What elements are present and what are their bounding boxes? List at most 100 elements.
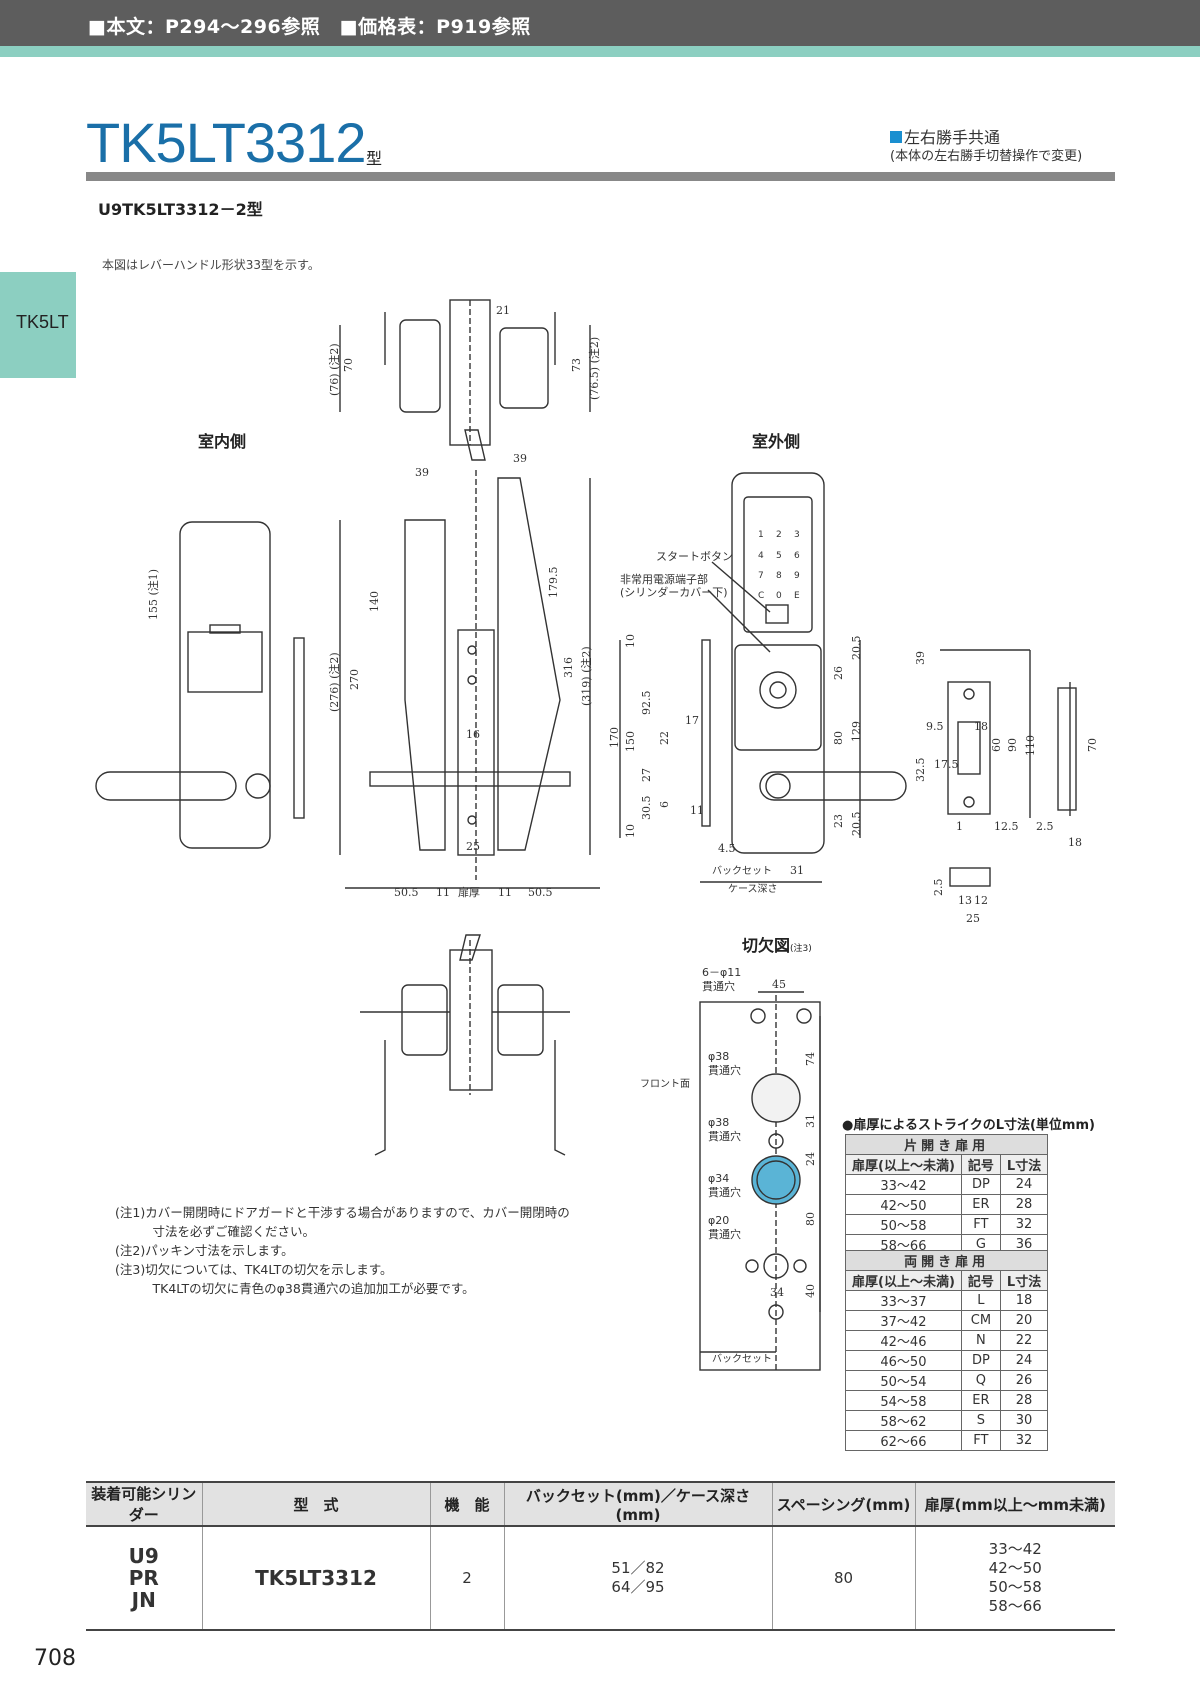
backset-option-2: 64／95 [611, 1578, 665, 1596]
dim-23: 23 [832, 814, 845, 828]
strike-screw-top [963, 688, 975, 700]
dim-4-5: 4.5 [718, 842, 736, 855]
inside-lever-rose [245, 773, 271, 799]
inside-cover-window [187, 631, 263, 693]
cell: FT [960, 1430, 1001, 1451]
cutout-hole-lower-left [745, 1259, 759, 1273]
cell: 20 [999, 1310, 1049, 1331]
thickness-range-4: 58～66 [988, 1597, 1042, 1615]
strike-screw-bottom [963, 796, 975, 808]
inside-view [95, 521, 305, 849]
footnote-1: (注1)カバー開閉時にドアガードと干渉する場合がありますので、カバー開閉時の [115, 1205, 570, 1220]
cell: DP [960, 1350, 1001, 1371]
cutout-hole-38-upper [751, 1073, 801, 1123]
cell: 50～58 [845, 1214, 962, 1235]
dim-12-5: 12.5 [994, 820, 1019, 833]
svg-text:C: C [758, 591, 764, 601]
footnote-3: (注3)切欠については、TK4LTの切欠を示します。 [115, 1262, 393, 1277]
svg-text:8: 8 [776, 571, 782, 581]
svg-text:1: 1 [758, 530, 764, 540]
bottom-view-outside-body [497, 984, 544, 1056]
cell: 32 [999, 1430, 1049, 1451]
dim-39-c: 39 [914, 651, 927, 665]
dim-18-b: 18 [1068, 836, 1082, 849]
cell: ER [960, 1390, 1001, 1411]
dim-73: 73 [570, 358, 583, 372]
start-button-icon [765, 604, 789, 624]
side-view-case [457, 629, 495, 856]
top-view-inside-body [399, 319, 441, 413]
dim-c40: 40 [804, 1284, 817, 1298]
strike-double-col-l: L寸法 [999, 1270, 1049, 1291]
dim-2-5-c: 2.5 [932, 879, 945, 897]
thickness-range-1: 33～42 [988, 1540, 1042, 1558]
cylinder-cover-icon [759, 671, 797, 709]
outside-escutcheon [731, 472, 825, 854]
spec-cylinders: U9 PR JN [86, 1525, 203, 1631]
cylinder-core-icon [769, 681, 787, 699]
cell: 42～46 [845, 1330, 962, 1351]
cutout-hole-38-blue [751, 1155, 801, 1205]
side-view-screw-3 [467, 815, 477, 825]
strike-bottom-view [949, 867, 991, 887]
cell: 37～42 [845, 1310, 962, 1331]
side-tab-label: TK5LT [16, 312, 69, 332]
emergency-power-label: 非常用電源端子部 [620, 572, 708, 586]
dim-18-a: 18 [974, 720, 988, 733]
dim-31: 31 [790, 864, 804, 877]
cell: 42～50 [845, 1194, 962, 1215]
bottom-view [360, 934, 570, 1156]
cell: 28 [999, 1390, 1049, 1411]
dim-30-5: 30.5 [640, 796, 653, 821]
cylinder-jn: JN [131, 1588, 156, 1612]
strike-single-heading: 片開き扉用 [844, 1134, 1049, 1155]
side-index-tab[interactable]: TK5LT [0, 272, 76, 378]
dim-39-a: 39 [415, 466, 429, 479]
cutout-through-5: 貫通穴 [708, 1227, 741, 1241]
cell: N [960, 1330, 1001, 1351]
label-cutout: 切欠図(注3) [742, 932, 812, 956]
strike-double-heading: 両開き扉用 [844, 1250, 1049, 1271]
dim-170: 170 [608, 727, 621, 748]
cell: ER [960, 1194, 1001, 1215]
cutout-view [699, 991, 821, 1371]
dim-129: 129 [850, 721, 863, 742]
dim-9-5: 9.5 [926, 720, 944, 733]
spec-table: 装着可能シリンダー 型 式 機 能 バックセット(mm)／ケース深さ(mm) ス… [86, 1481, 1115, 1631]
spec-col-model: 型 式 [201, 1481, 431, 1527]
dim-76: (76) (注2) [327, 343, 341, 396]
dim-80: 80 [832, 731, 845, 745]
dim-39-b: 39 [513, 452, 527, 465]
title-rule [86, 172, 1115, 181]
cell: 50～54 [845, 1370, 962, 1391]
spec-model: TK5LT3312 [201, 1525, 431, 1631]
side-view-screw-1 [467, 645, 477, 655]
cell: 33～37 [845, 1290, 962, 1311]
dim-150: 150 [624, 731, 637, 752]
cylinder-u9: U9 [128, 1544, 159, 1568]
dim-c45: 45 [772, 978, 786, 991]
spec-function: 2 [429, 1525, 505, 1631]
dim-c34: 34 [770, 1286, 784, 1299]
outside-backplate [701, 639, 711, 827]
cell: 24 [999, 1350, 1049, 1371]
inside-lever-handle [95, 771, 237, 801]
cell: 58～62 [845, 1410, 962, 1431]
cutout-hole-20 [763, 1253, 789, 1279]
dim-11-b: 11 [498, 886, 512, 899]
svg-text:2: 2 [776, 530, 782, 540]
strike-single-col-thickness: 扉厚(以上～未満) [845, 1154, 962, 1175]
svg-text:7: 7 [758, 571, 764, 581]
cell: 26 [999, 1370, 1049, 1391]
spec-thickness: 33～42 42～50 50～58 58～66 [914, 1525, 1115, 1631]
cutout-phi34: φ34 [708, 1172, 729, 1185]
case-depth-label: ケース深さ [728, 883, 778, 895]
dim-50-5-b: 50.5 [528, 886, 553, 899]
svg-text:9: 9 [794, 571, 800, 581]
cutout-phi38-a: φ38 [708, 1050, 729, 1063]
